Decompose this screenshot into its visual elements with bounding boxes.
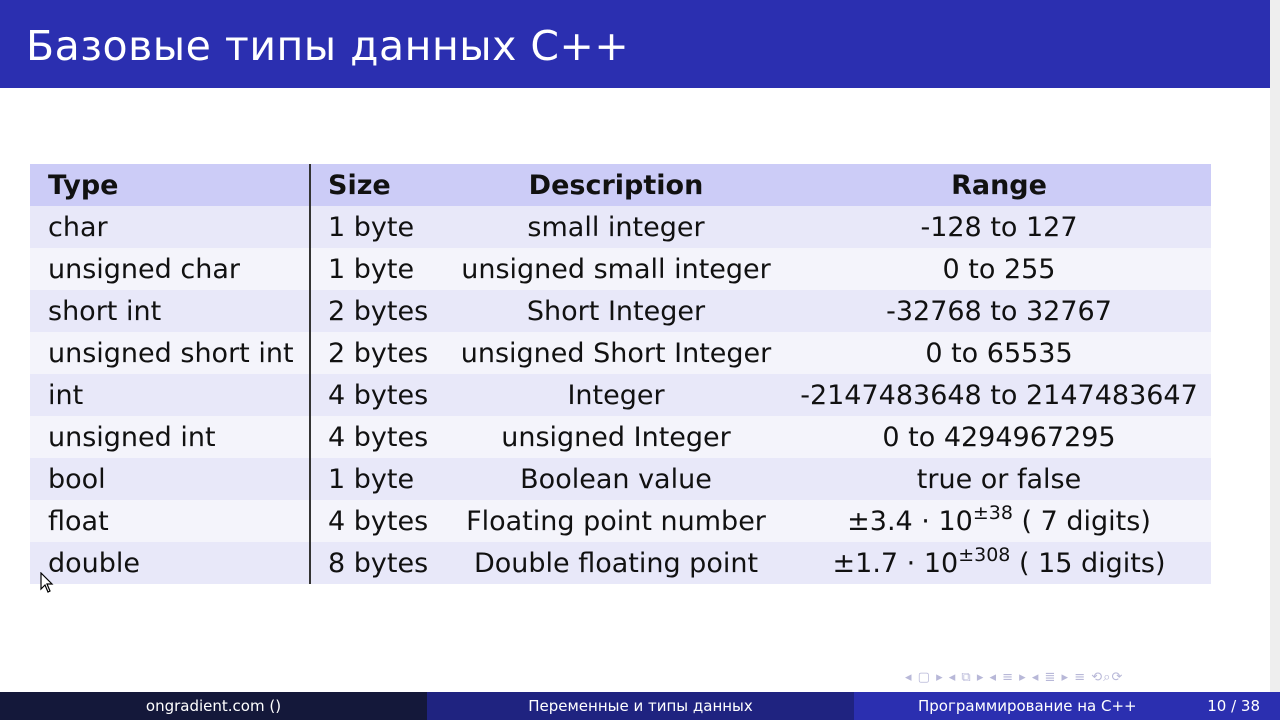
cell-type: short int [30,290,311,332]
cell-type: char [30,206,311,248]
range-exponent: ±308 [958,543,1011,566]
cell-range: true or false [787,458,1211,500]
cell-description: Boolean value [445,458,787,500]
cell-size: 4 bytes [310,374,445,416]
cell-type: unsigned char [30,248,311,290]
nav-subsection-icon[interactable]: ◂ ⧉ ▸ [948,670,985,685]
cell-size: 2 bytes [310,290,445,332]
cell-description: Floating point number [445,500,787,542]
cell-size: 4 bytes [310,416,445,458]
cell-type: double [30,542,311,584]
cell-range: 0 to 255 [787,248,1211,290]
slide-footer: ongradient.com () Переменные и типы данн… [0,692,1280,720]
nav-slide-icon[interactable]: ◂ ≣ ▸ [1031,670,1070,685]
slide-header: Базовые типы данных C++ [0,0,1280,88]
cell-description: unsigned small integer [445,248,787,290]
nav-section-icon[interactable]: ◂ ≡ ▸ [989,670,1027,685]
cell-description: Double floating point [445,542,787,584]
types-table-container: Type Size Description Range char 1 byte … [30,164,1211,584]
beamer-navigation-icons[interactable]: ◂ ▢ ▸ ◂ ⧉ ▸ ◂ ≡ ▸ ◂ ≣ ▸ ≡ ⟲⌕⟳ [905,670,1123,686]
header-type: Type [30,164,311,206]
table-row: bool 1 byte Boolean value true or false [30,458,1211,500]
mouse-pointer-icon [40,572,54,593]
nav-search-icon[interactable]: ⟲⌕⟳ [1091,670,1124,685]
cell-range: ±3.4 · 10±38 ( 7 digits) [787,500,1211,542]
cell-description: unsigned Short Integer [445,332,787,374]
cell-size: 2 bytes [310,332,445,374]
nav-prev-frame-icon[interactable]: ◂ ▢ ▸ [905,670,944,685]
table-row: char 1 byte small integer -128 to 127 [30,206,1211,248]
cell-description: Short Integer [445,290,787,332]
cell-size: 8 bytes [310,542,445,584]
footer-section: Переменные и типы данных [427,692,854,720]
header-description: Description [445,164,787,206]
slide-title: Базовые типы данных C++ [26,22,630,70]
cell-type: bool [30,458,311,500]
cell-range: ±1.7 · 10±308 ( 15 digits) [787,542,1211,584]
range-exponent: ±38 [972,501,1013,524]
table-row: double 8 bytes Double floating point ±1.… [30,542,1211,584]
footer-course-block: Программирование на C++ 10 / 38 [854,692,1280,720]
header-range: Range [787,164,1211,206]
cell-type: unsigned int [30,416,311,458]
cell-size: 1 byte [310,248,445,290]
table-row: unsigned short int 2 bytes unsigned Shor… [30,332,1211,374]
cell-range: -32768 to 32767 [787,290,1211,332]
cell-type: float [30,500,311,542]
cell-range: -2147483648 to 2147483647 [787,374,1211,416]
range-suffix: ( 7 digits) [1012,505,1151,537]
table-row: short int 2 bytes Short Integer -32768 t… [30,290,1211,332]
table-row: int 4 bytes Integer -2147483648 to 21474… [30,374,1211,416]
range-suffix: ( 15 digits) [1010,547,1166,579]
range-base: ±3.4 · 10 [847,505,973,537]
cell-size: 1 byte [310,206,445,248]
range-base: ±1.7 · 10 [832,547,959,579]
table-header-row: Type Size Description Range [30,164,1211,206]
cell-range: 0 to 65535 [787,332,1211,374]
cell-description: unsigned Integer [445,416,787,458]
cell-range: 0 to 4294967295 [787,416,1211,458]
footer-course: Программирование на C++ [918,697,1137,715]
cell-description: Integer [445,374,787,416]
cell-size: 4 bytes [310,500,445,542]
types-table: Type Size Description Range char 1 byte … [30,164,1211,584]
cell-type: int [30,374,311,416]
table-row: unsigned int 4 bytes unsigned Integer 0 … [30,416,1211,458]
cell-size: 1 byte [310,458,445,500]
cell-range: -128 to 127 [787,206,1211,248]
header-size: Size [310,164,445,206]
nav-outline-icon[interactable]: ≡ [1074,670,1087,685]
vertical-scrollbar[interactable] [1270,0,1280,692]
footer-author: ongradient.com () [0,692,427,720]
table-row: float 4 bytes Floating point number ±3.4… [30,500,1211,542]
cell-description: small integer [445,206,787,248]
cell-type: unsigned short int [30,332,311,374]
table-row: unsigned char 1 byte unsigned small inte… [30,248,1211,290]
footer-page-number: 10 / 38 [1207,697,1260,715]
